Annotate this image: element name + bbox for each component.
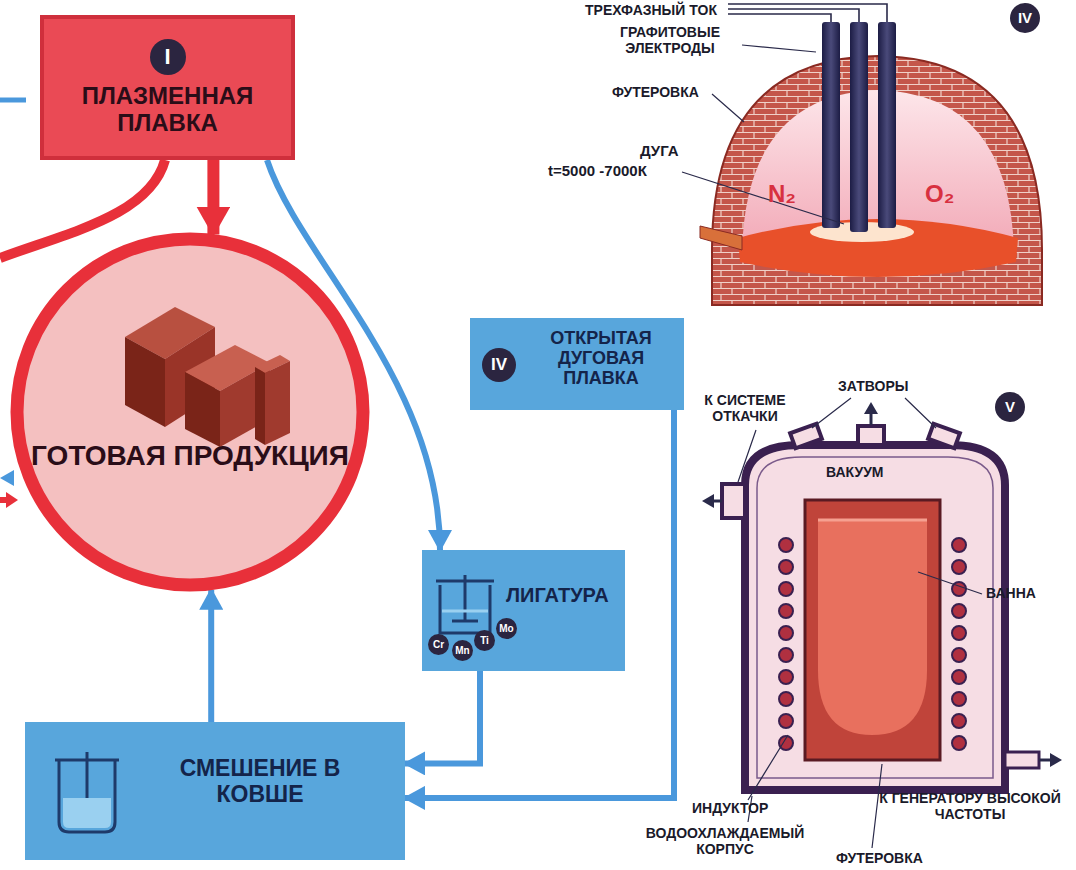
- roman-numeral: IV: [482, 348, 516, 382]
- vacuum-furnace-part: [702, 494, 714, 508]
- flow-arrow: [208, 590, 214, 722]
- vacuum-furnace-part: [1005, 752, 1039, 768]
- vacuum-furnace-part: [757, 457, 993, 778]
- arc-furnace-part: [682, 45, 844, 224]
- inductor-coil-part: [779, 626, 793, 640]
- vacuum-furnace-part: [818, 520, 927, 735]
- vacuum-furnace-part: [745, 445, 1005, 790]
- flow-arrow: [207, 160, 219, 235]
- inductor-coil-part: [779, 604, 793, 618]
- inductor-coil-part: [779, 692, 793, 706]
- circle-outline-part-part: [220, 363, 270, 447]
- part-label: ИНДУКТОР: [692, 800, 768, 816]
- vacuum-furnace-part: [858, 426, 884, 445]
- process-icon-part: [436, 575, 494, 633]
- part-label: ВАННА: [986, 585, 1036, 601]
- process-box: СМЕШЕНИЕ В КОВШЕ: [25, 722, 405, 860]
- side-flow-part: [0, 470, 14, 486]
- inductor-coil-part: [779, 560, 793, 574]
- arc-furnace-part: [712, 56, 1042, 305]
- element-symbol: Ti: [474, 630, 495, 651]
- process-title: ОТКРЫТАЯ ДУГОВАЯ ПЛАВКА: [528, 328, 674, 388]
- element-symbol: Cr: [428, 634, 449, 655]
- part-label: ТРЕХФАЗНЫЙ ТОК: [585, 2, 717, 18]
- callout-number: V: [995, 392, 1025, 422]
- inductor-coil-part: [779, 648, 793, 662]
- process-icon-part-part: [436, 580, 494, 583]
- arc-furnace-part: [700, 226, 742, 250]
- element-symbol: Mn: [452, 640, 473, 661]
- arc-furnace-part: [728, 4, 887, 22]
- process-icon: [25, 722, 405, 860]
- circle-outline-part-part: [185, 372, 220, 447]
- flow-arrow: [405, 410, 674, 798]
- arc-furnace-part: [738, 219, 1018, 277]
- vacuum-furnace-part: [722, 484, 745, 518]
- arc-furnace-part: [850, 22, 868, 232]
- part-label: ГРАФИТОВЫЕ ЭЛЕКТРОДЫ: [600, 24, 740, 56]
- process-box: I ПЛАЗМЕННАЯ ПЛАВКА: [40, 15, 295, 160]
- inductor-coil-part: [952, 604, 966, 618]
- process-icon-part-part: [442, 610, 488, 613]
- element-symbol: Mo: [496, 618, 517, 639]
- vacuum-furnace-part: [1050, 753, 1062, 767]
- vacuum-furnace-part: [818, 519, 927, 522]
- inductor-coil-part: [952, 692, 966, 706]
- product-circle: ГОТОВАЯ ПРОДУКЦИЯ: [10, 232, 370, 592]
- process-title: ЛИГАТУРА: [506, 584, 609, 606]
- part-label: К СИСТЕМЕ ОТКАЧКИ: [690, 392, 800, 424]
- part-label: ВАКУУМ: [826, 464, 884, 480]
- temperature-label: t=5000 -7000К: [548, 162, 647, 179]
- roman-numeral: I: [150, 39, 186, 75]
- circle-outline: [10, 232, 370, 592]
- process-title: ГОТОВАЯ ПРОДУКЦИЯ: [30, 440, 350, 471]
- part-label: К ГЕНЕРАТОРУ ВЫСОКОЙ ЧАСТОТЫ: [870, 790, 1070, 822]
- circle-outline-part-part: [255, 367, 265, 445]
- process-title: СМЕШЕНИЕ В КОВШЕ: [145, 756, 375, 808]
- side-flow-part: [0, 98, 26, 103]
- process-box: IV ОТКРЫТАЯ ДУГОВАЯ ПЛАВКА: [470, 318, 684, 410]
- inductor-coil-part: [952, 670, 966, 684]
- part-label: ВОДООХЛАЖДАЕМЫЙ КОРПУС: [620, 825, 830, 857]
- gas-label: N₂: [768, 180, 796, 208]
- callout-number: IV: [1010, 3, 1040, 33]
- arc-furnace: [682, 4, 1042, 305]
- inductor-coil-part: [779, 538, 793, 552]
- inductor-coil: [779, 538, 966, 750]
- part-label: ФУТЕРОВКА: [612, 84, 699, 100]
- inductor-coil-part: [779, 582, 793, 596]
- gas-label: O₂: [925, 180, 954, 208]
- part-label: ФУТЕРОВКА: [836, 850, 923, 866]
- circle-outline-part-part: [125, 337, 165, 427]
- vacuum-furnace-part: [738, 398, 982, 848]
- inductor-coil-part: [779, 714, 793, 728]
- process-title: ПЛАЗМЕННАЯ ПЛАВКА: [54, 83, 281, 137]
- part-label: ДУГА: [640, 142, 679, 159]
- inductor-coil-part: [952, 648, 966, 662]
- inductor-coil-part: [952, 714, 966, 728]
- inductor-coil-part: [952, 538, 966, 552]
- inductor-coil-part: [952, 626, 966, 640]
- circle-outline-part: [125, 307, 290, 447]
- inductor-coil-part: [952, 560, 966, 574]
- vacuum-furnace-part: [928, 424, 960, 449]
- arc-furnace-part: [822, 22, 840, 228]
- circle-outline-part: [17, 239, 363, 585]
- vacuum-furnace: [702, 398, 1062, 848]
- vacuum-furnace-part: [864, 402, 878, 414]
- process-icon-part-part: [63, 798, 111, 828]
- process-box: ЛИГАТУРА CrMnTiMo: [422, 550, 625, 671]
- inductor-coil-part: [779, 670, 793, 684]
- side-flow-part: [6, 492, 18, 508]
- part-label: ЗАТВОРЫ: [838, 378, 908, 394]
- vacuum-furnace-part: [805, 500, 940, 760]
- circle-outline-part-part: [265, 361, 290, 445]
- process-icon-part: [55, 752, 119, 832]
- arc-furnace-part: [878, 22, 896, 228]
- inductor-coil-part: [952, 736, 966, 750]
- vacuum-furnace-part: [790, 424, 822, 449]
- flow-arrow: [405, 671, 480, 763]
